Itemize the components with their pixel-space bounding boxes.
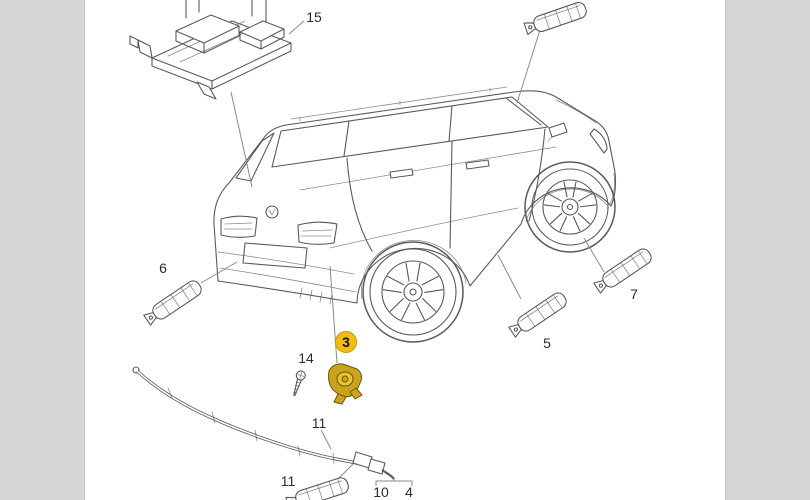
part-callout-10[interactable]: 10 — [373, 484, 389, 500]
part-callout-6[interactable]: 6 — [159, 260, 167, 276]
part-callout-5[interactable]: 5 — [543, 335, 551, 351]
part-11-wiring-harness-icon[interactable] — [132, 366, 395, 480]
part-15-bracket-assembly-icon[interactable] — [129, 0, 292, 100]
part-14-screw-icon[interactable] — [290, 370, 306, 397]
left-gutter — [0, 0, 85, 500]
front-wheel — [524, 161, 616, 253]
part-callout-15[interactable]: 15 — [306, 9, 322, 25]
part-callout-11[interactable]: 11 — [280, 473, 296, 489]
part-callout-3[interactable]: 3 — [335, 331, 357, 353]
right-gutter — [725, 0, 810, 500]
part-callout-4[interactable]: 4 — [405, 484, 413, 500]
car-illustration — [213, 86, 617, 343]
part-callout-14[interactable]: 14 — [298, 350, 314, 366]
antenna-module-top-icon[interactable] — [522, 0, 589, 37]
part-6-antenna-icon[interactable] — [142, 277, 205, 328]
part-callout-11[interactable]: 11 — [311, 415, 327, 431]
part-7-antenna-icon[interactable] — [592, 245, 655, 296]
rear-wheel — [362, 241, 464, 343]
part-callout-7[interactable]: 7 — [630, 286, 638, 302]
part-3-sensor-icon[interactable] — [328, 363, 363, 405]
part-5-antenna-icon[interactable] — [507, 289, 570, 340]
